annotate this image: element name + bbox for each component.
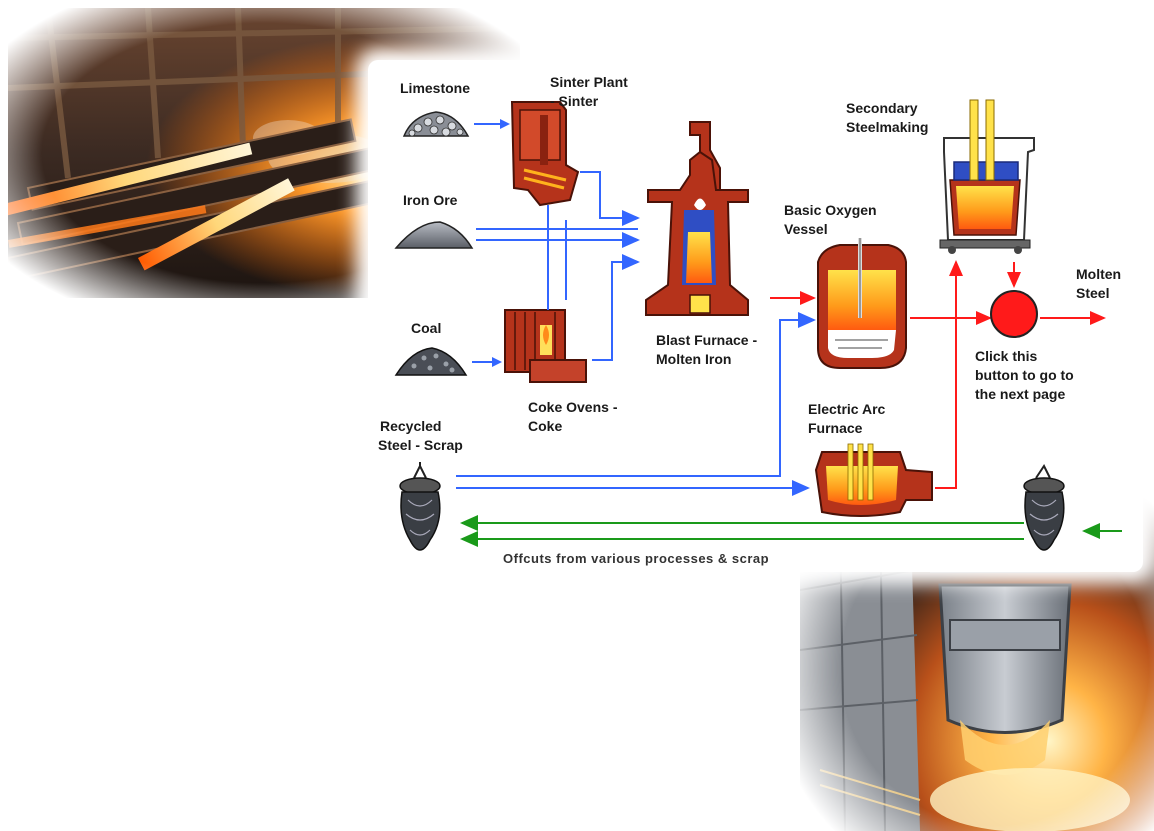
steelmaking-flow-diagram: Limestone Iron Ore Coal Sinter Plant - S…	[368, 60, 1143, 572]
blast-furnace-label: Blast Furnace -	[656, 332, 757, 348]
recycled-scrap-label: Recycled	[380, 418, 441, 434]
molten-steel-label: Molten	[1076, 266, 1121, 282]
secondary-steelmaking-label-2: Steelmaking	[846, 119, 928, 135]
sinter-plant-label-2: - Sinter	[550, 93, 599, 109]
ore-pile-icon	[394, 221, 474, 249]
click-instruction-label-3: the next page	[975, 386, 1065, 402]
bov-label-2: Vessel	[784, 221, 828, 237]
ladle-icon	[939, 99, 1035, 254]
coal-pile-icon	[394, 347, 468, 376]
scrap-magnet-icon-right	[1023, 464, 1065, 551]
green-flow-lines	[460, 515, 1122, 547]
sinter-plant-label: Sinter Plant	[550, 74, 628, 90]
red-flow-lines	[770, 260, 1106, 489]
click-instruction-label-2: button to go to	[975, 367, 1074, 383]
click-instruction-label: Click this	[975, 348, 1037, 364]
eaf-label-2: Furnace	[808, 420, 863, 436]
flow-diagram-canvas: Limestone Iron Ore Coal Sinter Plant - S…	[378, 74, 1122, 566]
limestone-label: Limestone	[400, 80, 470, 96]
coke-oven-icon	[504, 309, 587, 383]
sinter-plant-icon	[510, 101, 580, 207]
bov-label: Basic Oxygen	[784, 202, 877, 218]
blast-furnace-label-2: Molten Iron	[656, 351, 731, 367]
coke-ovens-label: Coke Ovens -	[528, 399, 618, 415]
coke-ovens-label-2: Coke	[528, 418, 562, 434]
eaf-label: Electric Arc	[808, 401, 886, 417]
molten-steel-label-2: Steel	[1076, 285, 1109, 301]
oxygen-vessel-icon	[817, 238, 907, 369]
arc-furnace-icon	[814, 443, 933, 517]
next-page-button[interactable]	[990, 290, 1038, 338]
iron-ore-label: Iron Ore	[403, 192, 458, 208]
offcuts-label: Offcuts from various processes & scrap	[503, 551, 769, 566]
scrap-magnet-icon	[399, 462, 441, 551]
blast-furnace-icon	[645, 121, 749, 316]
blue-flow-lines	[456, 119, 816, 496]
coal-label: Coal	[411, 320, 441, 336]
recycled-scrap-label-2: Steel - Scrap	[378, 437, 463, 453]
limestone-pile-icon	[402, 111, 470, 137]
secondary-steelmaking-label: Secondary	[846, 100, 918, 116]
